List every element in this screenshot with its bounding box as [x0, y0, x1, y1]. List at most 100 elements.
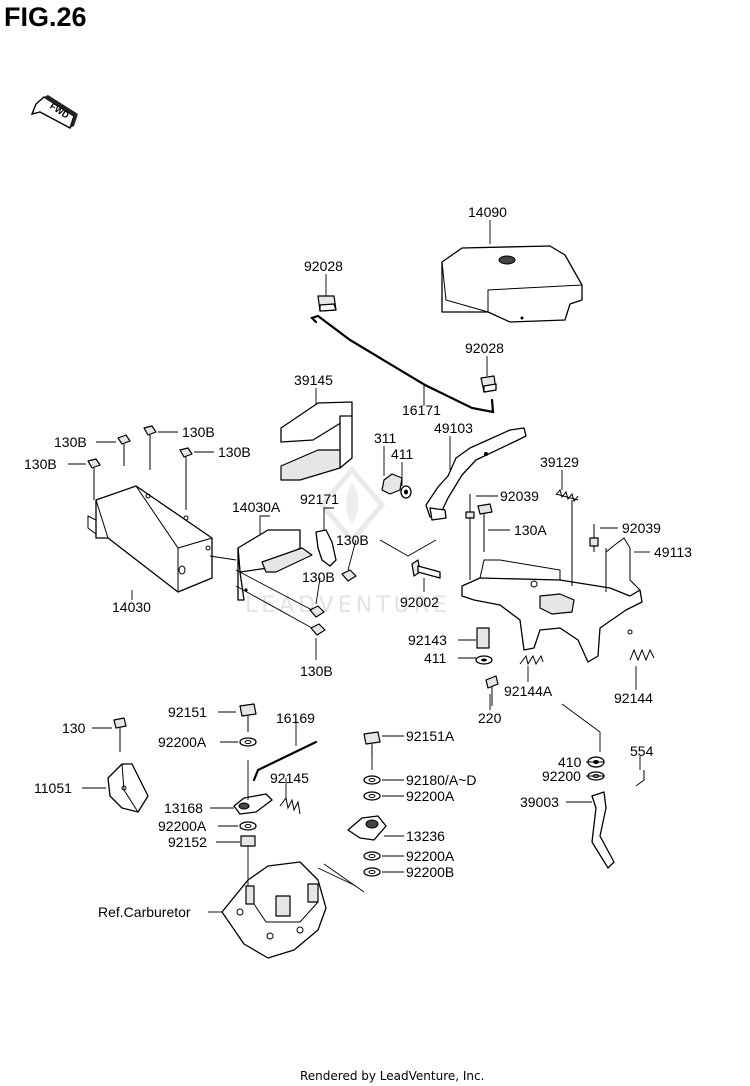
- part-130B-bolt-2: [143, 425, 157, 470]
- label-92144A: 92144A: [504, 683, 553, 699]
- part-92028-clip-upper: [317, 295, 337, 312]
- part-39003-rod: [591, 791, 615, 869]
- label-49113: 49113: [654, 544, 692, 560]
- label-92180: 92180/A~D: [406, 772, 476, 788]
- part-92200A-washer-2: [239, 821, 257, 831]
- footer-credit: Rendered by LeadVenture, Inc.: [300, 1069, 484, 1083]
- label-92145: 92145: [270, 770, 309, 786]
- part-130B-bolt-7: [310, 623, 326, 636]
- label-92039-b: 92039: [622, 520, 661, 536]
- label-92171: 92171: [300, 491, 339, 507]
- label-14090: 14090: [468, 204, 507, 220]
- part-92144A-spring: [519, 654, 544, 666]
- label-130B-4: 130B: [24, 456, 57, 472]
- label-311: 311: [374, 430, 397, 446]
- part-411-washer-lower: [475, 655, 493, 665]
- callout-labels: 14090 92028 92028 39145 16171 311 49103 …: [24, 204, 692, 920]
- part-130-bolt: [113, 717, 127, 752]
- part-92152-collar: [240, 835, 256, 847]
- label-92039-a: 92039: [500, 488, 539, 504]
- label-130A: 130A: [514, 522, 547, 538]
- label-92144: 92144: [614, 690, 653, 706]
- part-130B-bolt-3: [179, 447, 193, 510]
- part-92145-spring: [279, 796, 301, 815]
- part-14030A-bracket: [237, 529, 313, 601]
- figure-title: FIG.26: [4, 2, 87, 32]
- part-carburetor-body: [221, 861, 327, 959]
- part-39129-spring: [555, 488, 579, 503]
- label-92200A-2: 92200A: [406, 788, 455, 804]
- part-11051-bracket: [107, 763, 149, 813]
- label-16169: 16169: [276, 710, 315, 726]
- label-ref-carburetor: Ref.Carburetor: [98, 904, 191, 920]
- label-410: 410: [558, 754, 582, 770]
- label-92143: 92143: [408, 632, 447, 648]
- label-92028-upper: 92028: [304, 258, 343, 274]
- part-411-washer: [400, 485, 412, 499]
- part-92151-screw: [239, 703, 257, 732]
- label-39145: 39145: [294, 372, 333, 388]
- part-92039-pin-a: [465, 494, 475, 520]
- part-311-nut: [381, 473, 403, 495]
- label-92002: 92002: [400, 594, 439, 610]
- part-92180-shim: [363, 775, 381, 785]
- watermark: LEADVENTURE: [245, 466, 451, 618]
- part-39145-pad: [280, 401, 353, 481]
- label-92028-lower: 92028: [465, 340, 504, 356]
- part-13168-lever: [233, 793, 273, 815]
- label-92200A-3: 92200A: [158, 818, 207, 834]
- part-92002-screw: [411, 559, 441, 579]
- label-39129: 39129: [540, 454, 579, 470]
- label-411-lower: 411: [424, 650, 447, 666]
- label-92151A: 92151A: [406, 728, 455, 744]
- label-554: 554: [630, 743, 654, 759]
- label-92152: 92152: [168, 834, 207, 850]
- label-39003: 39003: [520, 794, 559, 810]
- label-92200A-1: 92200A: [158, 734, 207, 750]
- part-49113-plate: [461, 500, 643, 663]
- label-130B-6: 130B: [302, 569, 335, 585]
- part-16171-rod: [309, 314, 495, 414]
- part-92200A-washer-4: [363, 851, 381, 861]
- part-92144-spring: [629, 648, 655, 662]
- part-14030-box: [87, 485, 213, 593]
- label-49103: 49103: [434, 420, 473, 436]
- part-92200A-washer-1: [239, 737, 257, 747]
- label-92151: 92151: [168, 704, 207, 720]
- part-92200A-washer-3: [363, 791, 381, 801]
- part-130B-bolt-1: [117, 434, 131, 466]
- label-411-upper: 411: [391, 446, 414, 462]
- label-92200A-4: 92200A: [406, 848, 455, 864]
- label-14030: 14030: [112, 599, 151, 615]
- part-14090-cover: [441, 245, 583, 323]
- part-130B-bolt-4: [87, 458, 101, 500]
- fwd-arrow-icon: FWD: [30, 95, 78, 130]
- label-16171: 16171: [402, 402, 441, 418]
- part-92200B-washer: [363, 867, 381, 877]
- label-130B-2: 130B: [182, 424, 215, 440]
- part-554-pin: [635, 770, 645, 787]
- label-130B-1: 130B: [54, 434, 87, 450]
- label-13236: 13236: [406, 828, 445, 844]
- label-130: 130: [62, 720, 86, 736]
- leader-lines: [68, 220, 650, 913]
- part-130A-bolt: [477, 503, 493, 552]
- watermark-text: LEADVENTURE: [245, 593, 451, 618]
- part-130B-bolt-6: [309, 605, 325, 618]
- label-220: 220: [478, 710, 502, 726]
- label-11051: 11051: [34, 780, 72, 796]
- part-49103-lever: [425, 427, 527, 521]
- label-130B-3: 130B: [218, 444, 251, 460]
- label-130B-7: 130B: [300, 663, 333, 679]
- part-220-screw: [485, 675, 499, 706]
- part-92039-pin-b: [589, 524, 599, 552]
- label-14030A: 14030A: [232, 499, 281, 515]
- label-13168: 13168: [164, 800, 203, 816]
- part-16169-rod: [252, 740, 318, 782]
- label-92200B: 92200B: [406, 864, 454, 880]
- label-130B-5: 130B: [336, 532, 369, 548]
- part-13236-lever: [347, 815, 387, 841]
- part-92028-clip-lower: [480, 375, 497, 393]
